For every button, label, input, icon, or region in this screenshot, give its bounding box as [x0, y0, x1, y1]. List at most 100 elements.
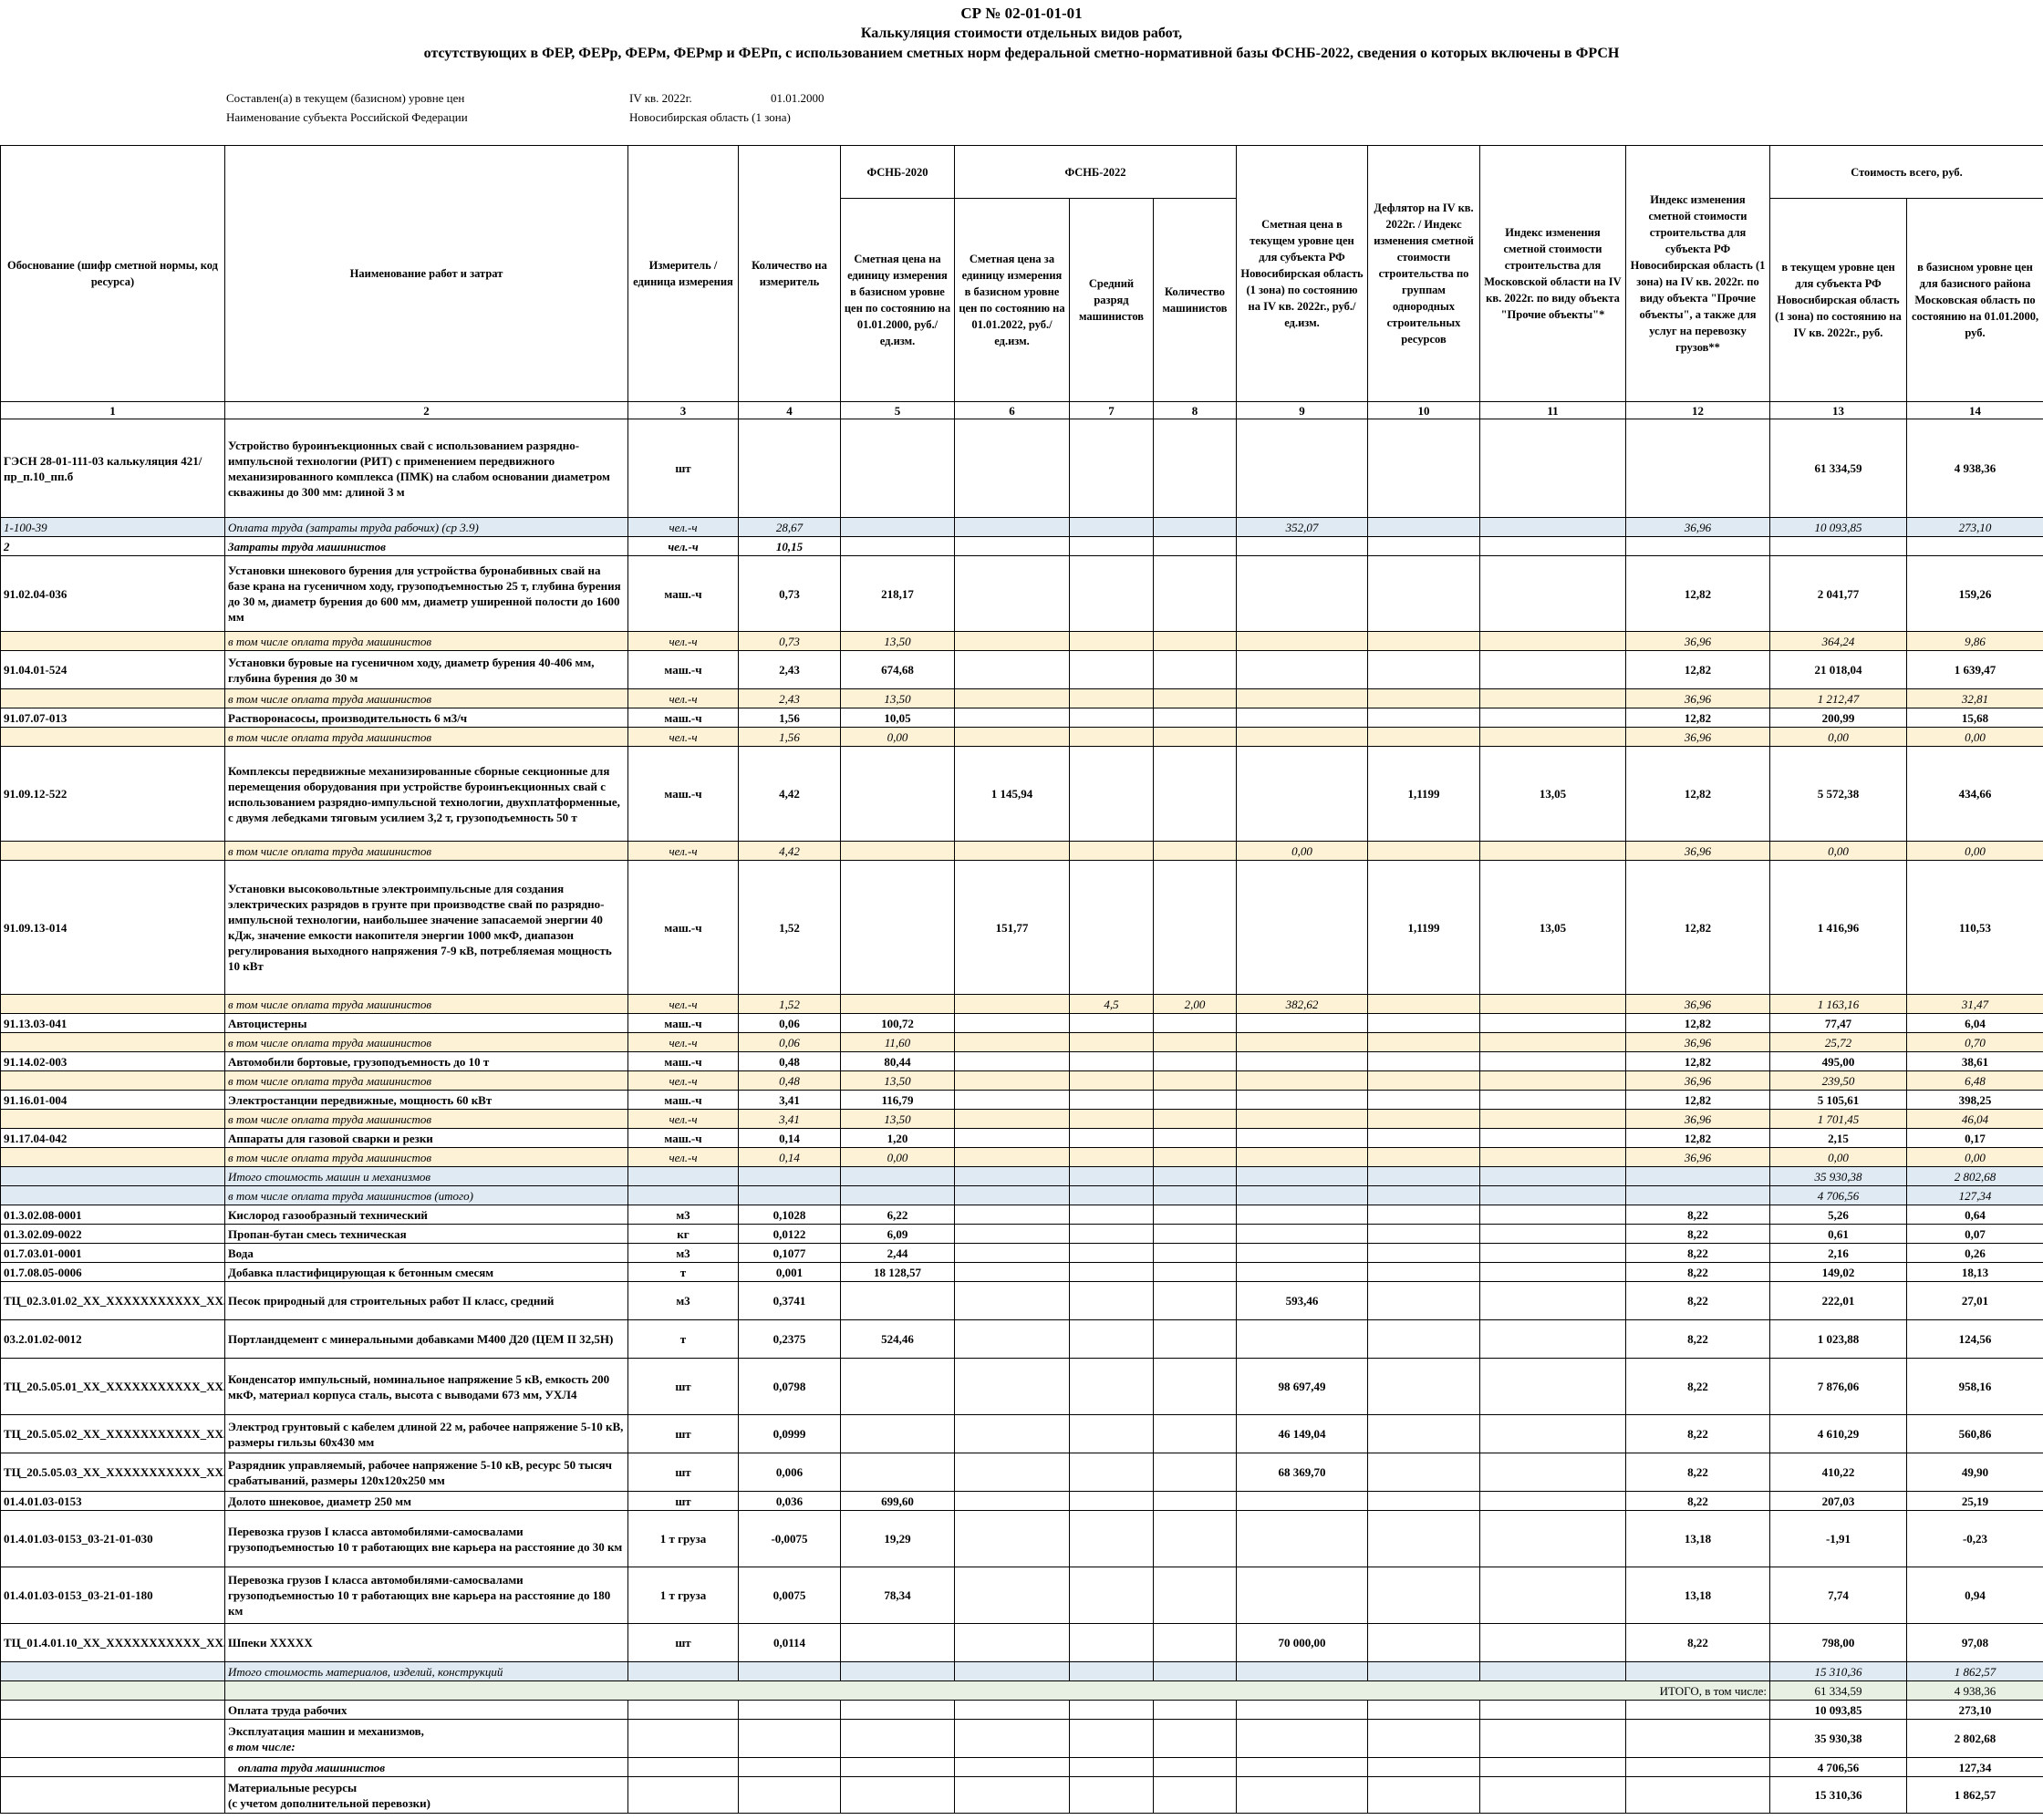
cell-cost-base: 124,56 — [1905, 1319, 2043, 1359]
cell-price-current — [1236, 1262, 1368, 1282]
subtotal-row: Итого стоимость материалов, изделий, кон… — [0, 1661, 2043, 1681]
cell-avg-grade — [1069, 1319, 1154, 1359]
cell-cost-base: 0,00 — [1905, 727, 2043, 747]
cell-index-nsk: 8,22 — [1625, 1453, 1770, 1492]
cell-name: Устройство буроинъекционных свай с испол… — [224, 419, 628, 518]
cell-name: в том числе оплата труда машинистов — [224, 1147, 628, 1167]
cell-qty — [738, 1185, 841, 1205]
cell-index-moscow — [1479, 1453, 1626, 1492]
cell-index-moscow — [1479, 536, 1626, 556]
price-level-date: 01.01.2000 — [771, 91, 824, 105]
cell-unit: т — [627, 1319, 739, 1359]
cell-price-2000: 18 128,57 — [840, 1262, 955, 1282]
machines-total-sub: в том числе: — [228, 1739, 296, 1753]
cell-code — [0, 994, 225, 1014]
cell-cost-current: 4 706,56 — [1769, 1185, 1907, 1205]
cell-deflator — [1367, 1661, 1480, 1681]
machines-total-base: 2 802,68 — [1905, 1719, 2043, 1758]
cell-price-current — [1236, 419, 1368, 518]
cell-index-moscow — [1479, 1281, 1626, 1320]
cell-price-current — [1236, 536, 1368, 556]
cell-price-current — [1236, 1051, 1368, 1071]
cell-price-current — [1236, 1510, 1368, 1567]
cell-name: Итого стоимость материалов, изделий, кон… — [224, 1661, 628, 1681]
cell-name: Растворонасосы, производительность 6 м3/… — [224, 708, 628, 728]
cell-qty — [738, 1166, 841, 1186]
cell-unit: шт — [627, 1491, 739, 1511]
cell-qty — [738, 419, 841, 518]
cell-index-moscow — [1479, 1510, 1626, 1567]
cell-code — [0, 1166, 225, 1186]
cell-price-2000: 13,50 — [840, 1109, 955, 1129]
cell-qty: 3,41 — [738, 1090, 841, 1110]
cell-price-2022 — [954, 631, 1070, 651]
cell-unit: шт — [627, 1414, 739, 1453]
cell-price-2000: 11,60 — [840, 1032, 955, 1052]
cell-name: Кислород газообразный технический — [224, 1205, 628, 1225]
cell-cost-base: 0,26 — [1905, 1243, 2043, 1263]
estimate-table: Обоснование (шифр сметной нормы, код рес… — [0, 145, 2043, 1814]
cell-price-current: 593,46 — [1236, 1281, 1368, 1320]
cell-code: ТЦ_01.4.01.10_XX_XXXXXXXXXXX_XX.XX.XXXX_… — [0, 1623, 225, 1662]
cell-price-current — [1236, 1032, 1368, 1052]
cell-qty: 0,06 — [738, 1013, 841, 1033]
cell-qty: 0,006 — [738, 1453, 841, 1492]
cell-cost-current: 5,26 — [1769, 1205, 1907, 1225]
column-number: 3 — [627, 401, 739, 419]
cell-price-2000: 0,00 — [840, 1147, 955, 1167]
cell-deflator — [1367, 555, 1480, 632]
cell-cost-base: 49,90 — [1905, 1453, 2043, 1492]
cell-price-current — [1236, 1205, 1368, 1225]
cell-deflator — [1367, 688, 1480, 708]
cell-cost-base: 159,26 — [1905, 555, 2043, 632]
cell-price-2000: 6,09 — [840, 1224, 955, 1244]
cell-price-2000 — [840, 1453, 955, 1492]
cell-operators — [1153, 631, 1237, 651]
cell-price-2000 — [840, 1358, 955, 1415]
cell-price-2000 — [840, 1185, 955, 1205]
cell-unit: маш.-ч — [627, 650, 739, 689]
cell-qty: 4,42 — [738, 746, 841, 842]
cell-price-2022 — [954, 1070, 1070, 1091]
cell-name: Разрядник управляемый, рабочее напряжени… — [224, 1453, 628, 1492]
cell-avg-grade — [1069, 860, 1154, 995]
cell-cost-current: 200,99 — [1769, 708, 1907, 728]
cell-qty: 0,0075 — [738, 1567, 841, 1624]
cell-price-current — [1236, 631, 1368, 651]
cell-cost-base: 0,00 — [1905, 841, 2043, 861]
col-header-11: Индекс изменения сметной стоимости строи… — [1479, 145, 1626, 402]
cell-index-moscow — [1479, 1224, 1626, 1244]
cell-operators — [1153, 1414, 1237, 1453]
cell-unit: маш.-ч — [627, 1051, 739, 1071]
cell-index-moscow — [1479, 1358, 1626, 1415]
cell-cost-base: 434,66 — [1905, 746, 2043, 842]
group-header-fsnb2022: ФСНБ-2022 — [954, 145, 1237, 199]
cell-index-moscow — [1479, 650, 1626, 689]
cell-deflator — [1367, 1491, 1480, 1511]
cell-price-2000: 10,05 — [840, 708, 955, 728]
cell-index-nsk: 8,22 — [1625, 1623, 1770, 1662]
cell-deflator — [1367, 1147, 1480, 1167]
cell-code: 91.14.02-003 — [0, 1051, 225, 1071]
cell-operators — [1153, 536, 1237, 556]
cell-code — [0, 727, 225, 747]
cell-price-2000: 2,44 — [840, 1243, 955, 1263]
cell-price-current: 70 000,00 — [1236, 1623, 1368, 1662]
cell-unit — [627, 1661, 739, 1681]
cell-avg-grade — [1069, 1013, 1154, 1033]
cell-index-moscow — [1479, 688, 1626, 708]
cell-name: Автоцистерны — [224, 1013, 628, 1033]
cell-price-2022 — [954, 419, 1070, 518]
column-numbers-row: 1 2 3 4 5 6 7 8 9 10 11 12 13 14 — [0, 401, 2043, 419]
cell-qty: 0,3741 — [738, 1281, 841, 1320]
cell-price-2022 — [954, 1358, 1070, 1415]
cell-index-moscow: 13,05 — [1479, 860, 1626, 995]
cell-price-2000: 116,79 — [840, 1090, 955, 1110]
column-number: 10 — [1367, 401, 1480, 419]
cell-price-current: 382,62 — [1236, 994, 1368, 1014]
